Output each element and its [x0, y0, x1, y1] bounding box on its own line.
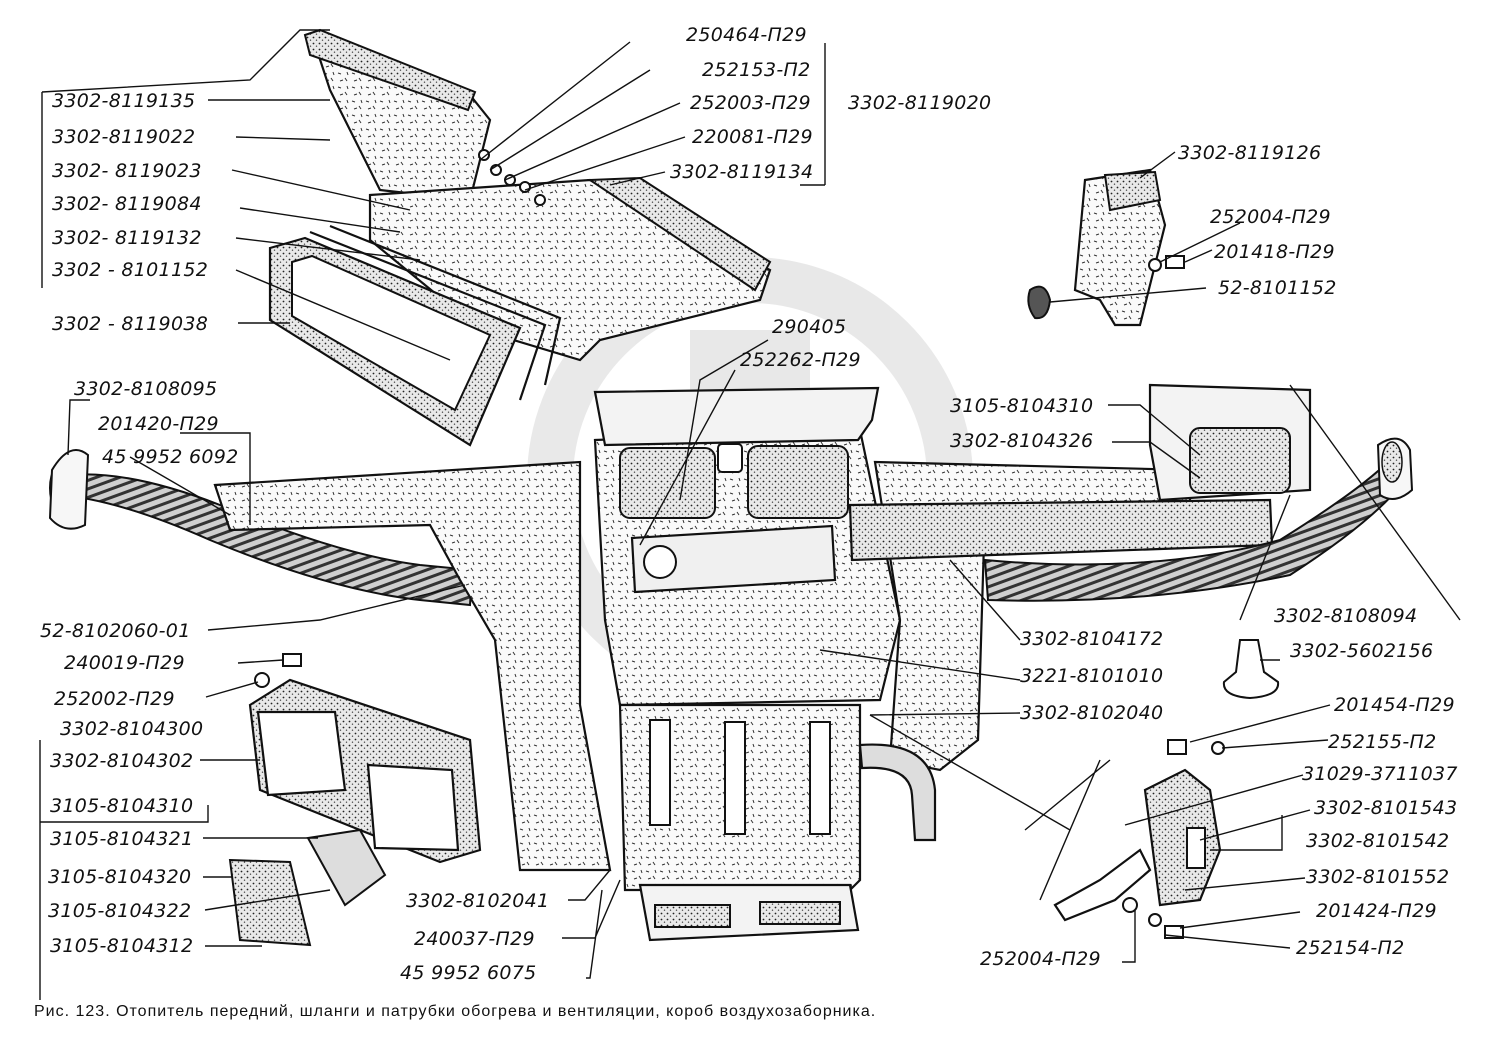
bracket-seal	[1027, 285, 1052, 320]
label-252262-p29: 252262-П29	[740, 349, 861, 371]
core-slot-2	[724, 721, 746, 835]
label-3105-8104312: 3105-8104312	[50, 935, 194, 957]
label-252002-p29: 252002-П29	[54, 688, 175, 710]
label-3302-8101152: 3302 - 8101152	[52, 259, 209, 281]
label-3302-8101542: 3302-8101542	[1306, 830, 1450, 852]
control-knob	[643, 545, 677, 579]
left-vent-assembly	[228, 653, 482, 947]
label-252153-p2: 252153-П2	[702, 59, 811, 81]
push-clip	[1222, 639, 1280, 700]
label-52-8101152: 52-8101152	[1218, 277, 1337, 299]
intake-flange-opening	[291, 254, 492, 412]
label-240019-p29: 240019-П29	[64, 652, 185, 674]
label-3105-8104321: 3105-8104321	[50, 828, 194, 850]
bracket-flange	[1103, 170, 1162, 212]
label-3302-8101543: 3302-8101543	[1314, 797, 1458, 819]
right-bracket-assembly	[1027, 168, 1185, 327]
vent-center-knob	[717, 443, 743, 473]
label-252003-p29: 252003-П29	[690, 92, 811, 114]
label-252155-p2: 252155-П2	[1328, 731, 1437, 753]
label-3105-8104310-left: 3105-8104310	[50, 795, 194, 817]
label-3302-8119135: 3302-8119135	[52, 90, 196, 112]
figure-caption: Рис. 123. Отопитель передний, шланги и п…	[34, 1003, 877, 1020]
label-3302-8119134: 3302-8119134	[670, 161, 814, 183]
left-vent-frame-1	[256, 710, 347, 797]
label-3302-8104302: 3302-8104302	[50, 750, 194, 772]
bracket-washer	[1148, 258, 1162, 272]
control-panel	[630, 524, 837, 594]
label-290405: 290405	[772, 316, 847, 338]
label-252004-p29-top: 252004-П29	[1210, 206, 1331, 228]
label-252004-p29-bottom: 252004-П29	[980, 948, 1101, 970]
label-3105-8104310-right: 3105-8104310	[950, 395, 1094, 417]
label-3302-8102041: 3302-8102041	[406, 890, 550, 912]
label-201420-p29: 201420-П29	[98, 413, 219, 435]
valve-lever-assembly	[1053, 739, 1225, 939]
left-vent-frame-2	[366, 763, 460, 852]
left-nozzle-cap	[48, 449, 90, 530]
intake-right-outlet-grille	[586, 176, 772, 292]
label-3302-8104326: 3302-8104326	[950, 430, 1094, 452]
vent-louver	[228, 858, 312, 947]
label-3302-8108094: 3302-8108094	[1274, 605, 1418, 627]
heater-housing	[213, 386, 1192, 942]
label-3302-8102040: 3302-8102040	[1020, 702, 1164, 724]
vent-grille-left	[619, 447, 716, 519]
label-250464-p29: 250464-П29	[686, 24, 807, 46]
label-240037-p29: 240037-П29	[414, 928, 535, 950]
intake-seal-outer	[309, 230, 547, 401]
label-3302-8119022: 3302-8119022	[52, 126, 196, 148]
label-3302-8119126: 3302-8119126	[1178, 142, 1322, 164]
label-220081-p29: 220081-П29	[692, 126, 813, 148]
label-3302-8101552: 3302-8101552	[1306, 866, 1450, 888]
label-3105-8104322: 3105-8104322	[48, 900, 192, 922]
label-45-9952-6075: 45 9952 6075	[400, 962, 537, 984]
left-vent-washer	[254, 672, 270, 688]
label-3302-8104300: 3302-8104300	[60, 718, 204, 740]
label-3105-8104320: 3105-8104320	[48, 866, 192, 888]
valve-bolt-top	[1167, 739, 1187, 755]
right-nozzle-opening	[1381, 441, 1403, 483]
label-201454-p29: 201454-П29	[1334, 694, 1455, 716]
label-45-9952-6092: 45 9952 6092	[102, 446, 239, 468]
right-vent-grille	[1189, 427, 1291, 494]
intake-cover-top	[303, 28, 477, 112]
label-3302-8119084: 3302- 8119084	[52, 193, 202, 215]
label-31029-3711037: 31029-3711037	[1302, 763, 1458, 785]
label-52-8102060-01: 52-8102060-01	[40, 620, 191, 642]
intake-seal-inner	[329, 224, 562, 386]
valve-washer-lower	[1122, 897, 1138, 913]
left-vent-bolt	[282, 653, 302, 667]
left-duct-arm	[213, 460, 612, 872]
leader-lines	[39, 29, 1461, 1000]
bracket-bolt	[1165, 255, 1185, 269]
valve-slot	[1186, 827, 1206, 869]
valve-washer-bottom	[1148, 913, 1162, 927]
intake-bolts	[478, 149, 546, 206]
label-201424-p29: 201424-П29	[1316, 900, 1437, 922]
bottom-outlet-grille-2	[759, 901, 841, 925]
vent-clip	[306, 828, 387, 907]
right-straight-duct	[848, 498, 1274, 562]
vent-grille-right	[747, 445, 849, 519]
label-3302-8119023: 3302- 8119023	[52, 160, 202, 182]
bottom-outlet-grille-1	[654, 904, 731, 928]
label-3302-8119038: 3302 - 8119038	[52, 313, 209, 335]
label-3302-8104172: 3302-8104172	[1020, 628, 1164, 650]
label-201418-p29: 201418-П29	[1214, 241, 1335, 263]
label-3302-8119020: 3302-8119020	[848, 92, 992, 114]
label-252154-p2: 252154-П2	[1296, 937, 1405, 959]
label-3302-5602156: 3302-5602156	[1290, 640, 1434, 662]
label-3302-8119132: 3302- 8119132	[52, 227, 202, 249]
valve-lever	[1053, 848, 1152, 922]
core-slot-1	[649, 719, 671, 826]
label-3221-8101010: 3221-8101010	[1020, 665, 1164, 687]
air-intake-box-assembly	[268, 28, 772, 447]
heater-pipe	[858, 743, 937, 842]
label-3302-8108095: 3302-8108095	[74, 378, 218, 400]
core-slot-3	[809, 721, 831, 835]
control-panel-top	[593, 386, 880, 447]
